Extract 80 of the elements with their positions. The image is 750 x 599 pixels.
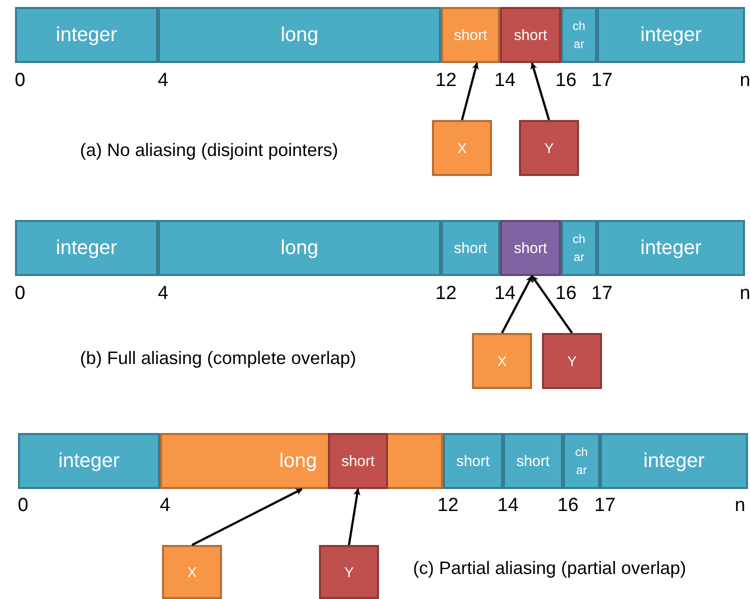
cell-label: X — [457, 140, 467, 156]
cell-label: char — [574, 444, 589, 479]
offset-number: 0 — [18, 495, 28, 517]
offset-number: 0 — [14, 283, 26, 305]
cell-label: integer — [56, 236, 118, 260]
cell-label: X — [187, 564, 197, 580]
cell-label: Y — [567, 353, 577, 369]
offset-number: 17 — [591, 70, 613, 92]
cell-label: integer — [58, 450, 120, 472]
offset-number: 17 — [594, 495, 616, 517]
memory-cell — [597, 7, 745, 63]
offset-number: n — [734, 495, 746, 517]
offset-number: 14 — [494, 70, 516, 92]
memory-cell — [15, 220, 158, 276]
cell-label: short — [514, 26, 548, 44]
memory-cell — [561, 220, 597, 276]
memory-cell — [328, 433, 388, 489]
memory-cell — [158, 7, 441, 63]
offset-number: 14 — [494, 283, 516, 305]
offset-number: 4 — [158, 70, 168, 92]
offset-number: n — [740, 283, 750, 305]
offset-number: 16 — [555, 283, 577, 305]
memory-cell — [503, 433, 563, 489]
offset-number: 12 — [437, 495, 459, 517]
pointer-box — [542, 333, 602, 389]
cell-label: short — [454, 26, 488, 44]
offset-number: 12 — [435, 283, 457, 305]
cell-label: Y — [544, 140, 554, 156]
memory-cell — [18, 433, 160, 489]
caption: (a) No aliasing (disjoint pointers) — [80, 140, 338, 161]
cell-label: short — [514, 240, 548, 256]
arrow — [192, 488, 303, 546]
memory-cell — [597, 220, 745, 276]
offset-number: 12 — [435, 70, 457, 92]
offset-number: 16 — [555, 70, 577, 92]
offset-number: 14 — [497, 495, 519, 517]
cell-label: integer — [56, 24, 118, 46]
memory-cell — [500, 220, 561, 276]
pointer-box — [162, 545, 222, 599]
arrow — [348, 488, 360, 546]
cell-label: long — [279, 450, 317, 472]
cell-label: short — [454, 240, 488, 256]
memory-cell — [561, 7, 597, 63]
cell-label: short — [516, 452, 550, 470]
offset-number: 4 — [160, 495, 170, 517]
cell-label: short — [456, 452, 490, 470]
offset-number: 4 — [158, 283, 168, 305]
cell-label: long — [280, 24, 318, 46]
memory-cell — [15, 7, 158, 63]
memory-cell — [443, 433, 503, 489]
pointer-box — [519, 120, 579, 176]
offset-number: 0 — [14, 70, 26, 92]
arrow — [460, 62, 479, 120]
pointer-box — [472, 333, 532, 389]
memory-cell — [158, 220, 441, 276]
caption: (b) Full aliasing (complete overlap) — [80, 348, 356, 369]
memory-cell — [160, 433, 443, 489]
cell-label: char — [572, 231, 586, 266]
memory-cell — [563, 433, 600, 489]
cell-label: integer — [640, 236, 702, 260]
pointer-box — [432, 120, 492, 176]
arrow — [501, 275, 533, 334]
memory-cell — [441, 220, 500, 276]
memory-cell — [441, 7, 500, 63]
offset-number: 16 — [557, 495, 579, 517]
caption: (c) Partial aliasing (partial overlap) — [413, 558, 686, 579]
arrow — [530, 62, 550, 120]
cell-label: X — [497, 353, 507, 369]
offset-number: n — [740, 70, 750, 92]
cell-label: integer — [640, 24, 702, 46]
cell-label: integer — [643, 450, 705, 472]
cell-label: long — [280, 236, 318, 260]
arrow — [531, 275, 573, 334]
cell-label: Y — [344, 564, 354, 580]
pointer-box — [319, 545, 379, 599]
offset-number: 17 — [591, 283, 613, 305]
memory-cell — [500, 7, 561, 63]
cell-label: char — [572, 18, 586, 53]
memory-cell — [600, 433, 748, 489]
cell-label: short — [341, 452, 375, 470]
